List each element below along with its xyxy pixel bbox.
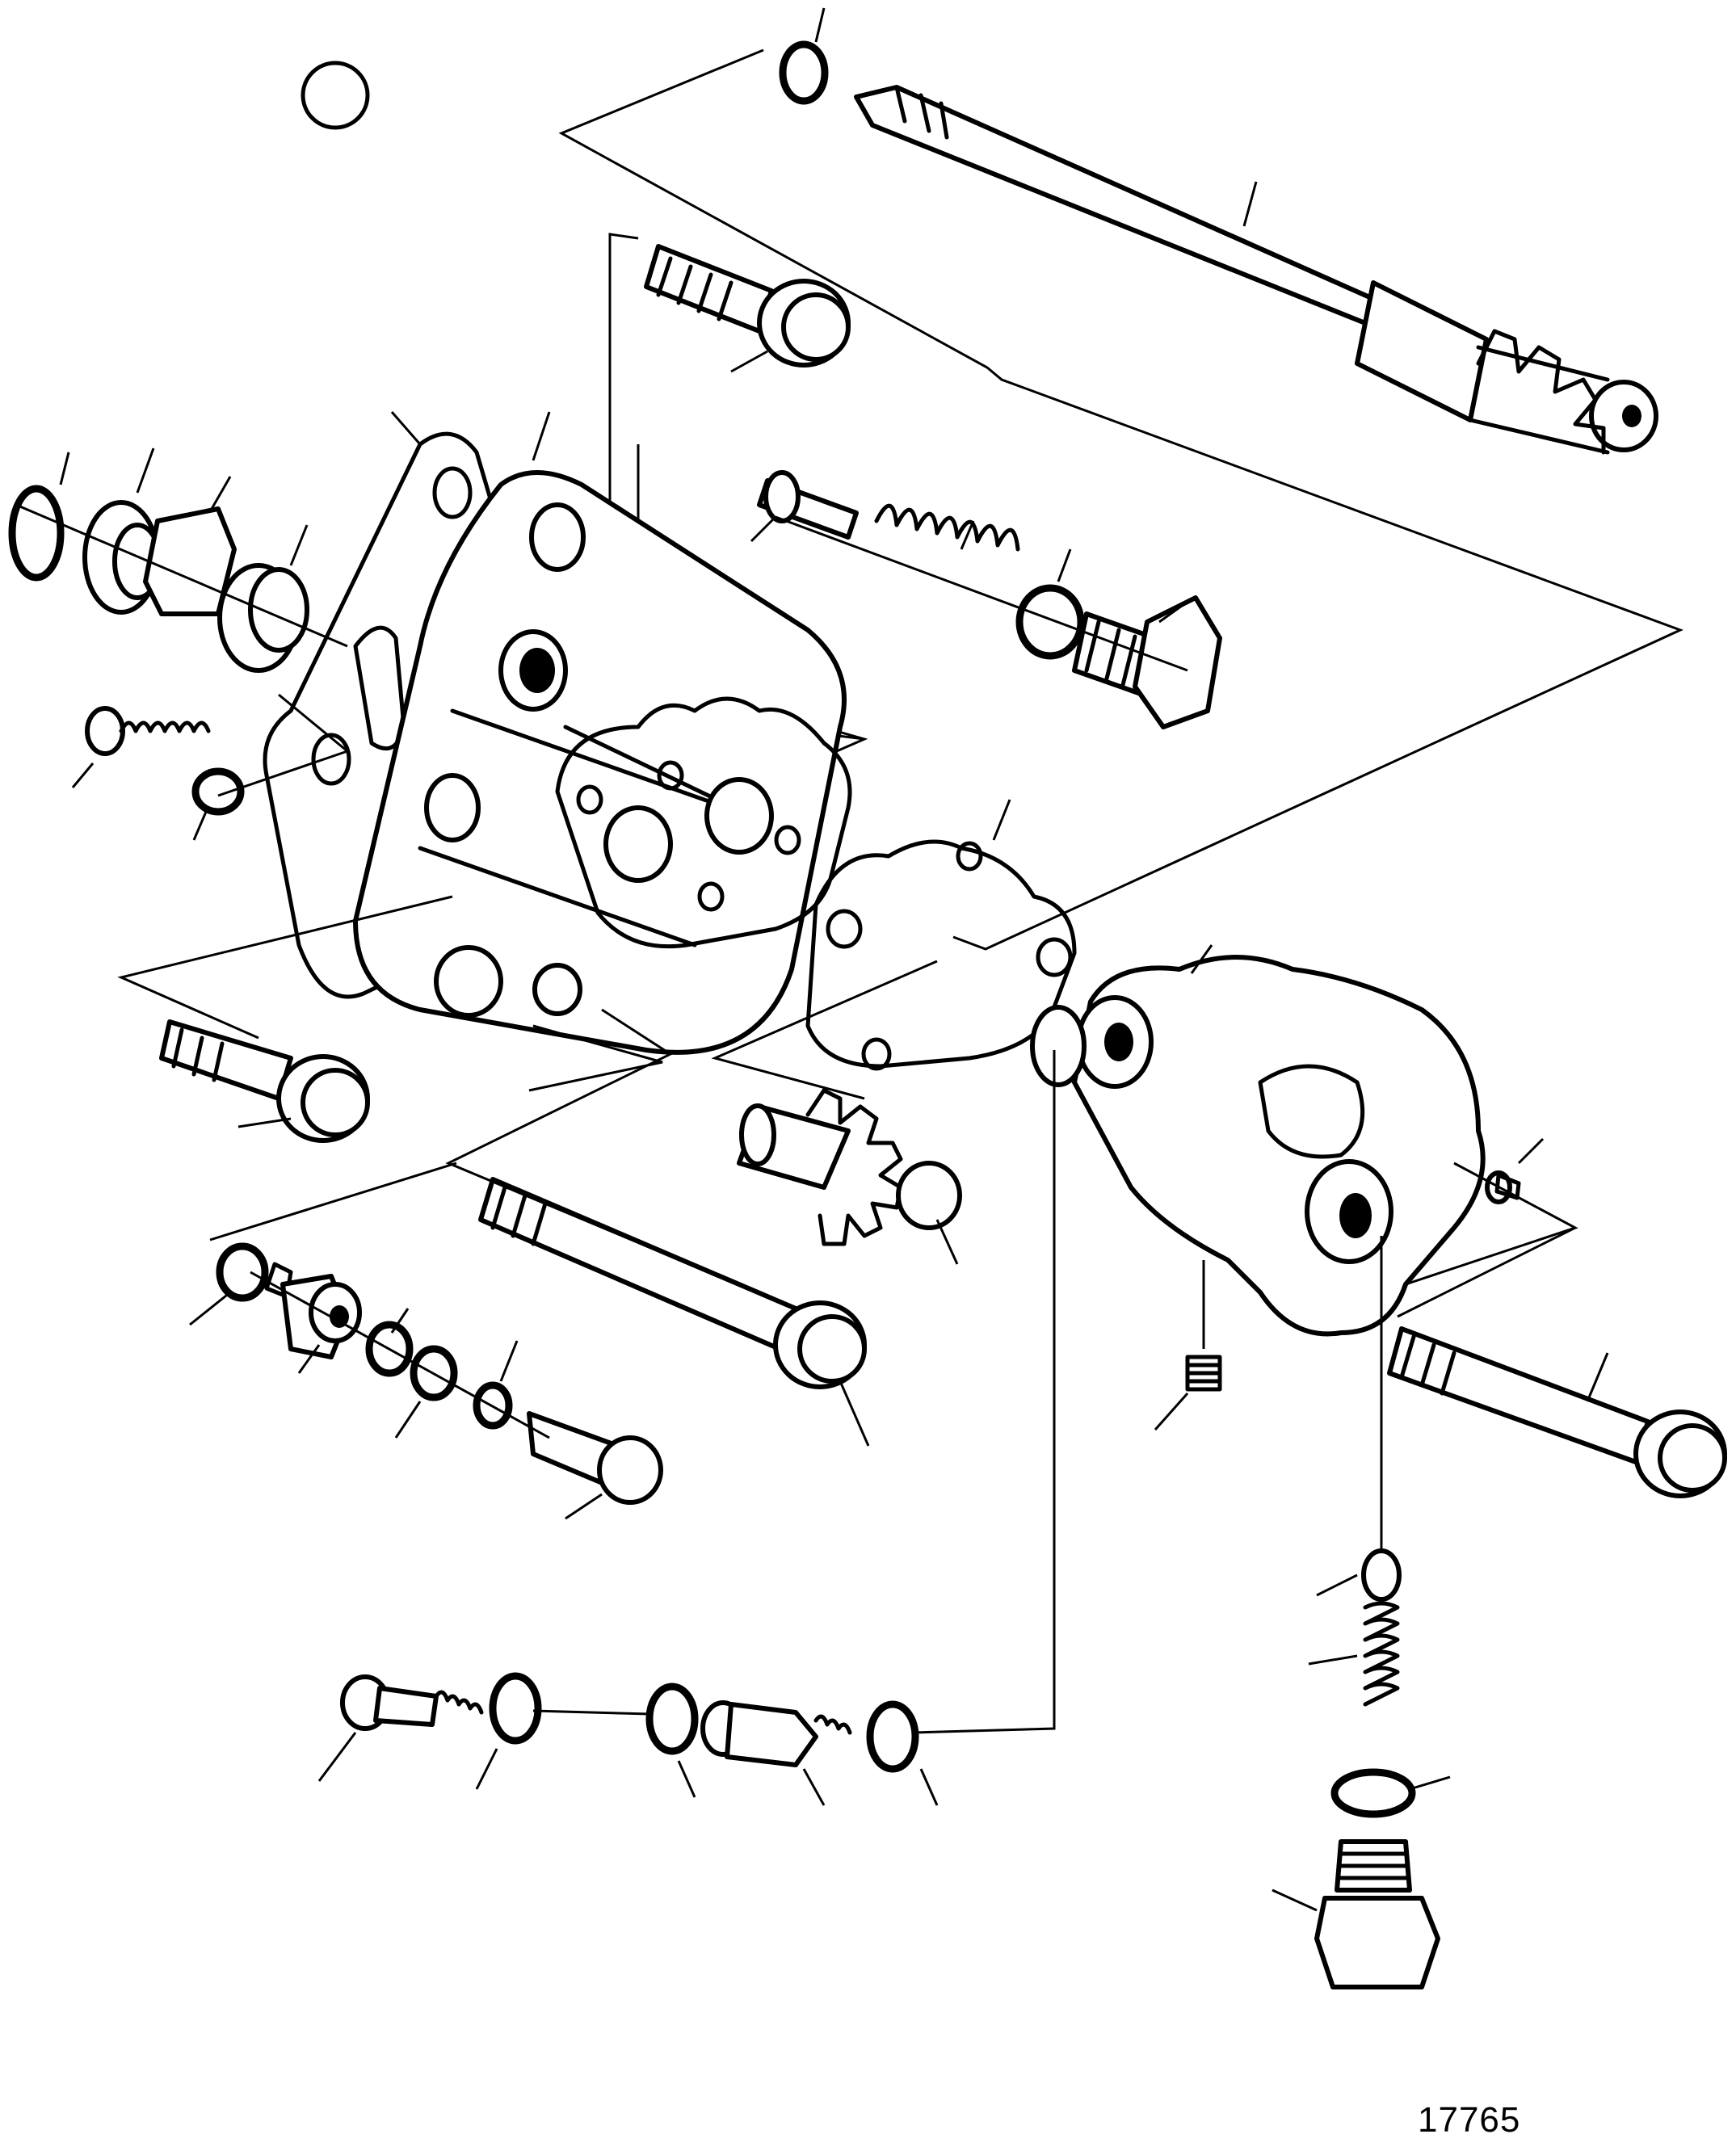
- driven-gear: [737, 1088, 962, 1265]
- bottom-valve-stack: [317, 1050, 1056, 1806]
- long-bolt-middle: [478, 1177, 870, 1447]
- pump-body: [1030, 944, 1486, 1337]
- index-circle: [301, 61, 370, 130]
- thin-gasket: [805, 799, 1077, 1071]
- set-screw-right: [1405, 1137, 1578, 1286]
- bolt-upper: [644, 244, 851, 373]
- small-screw-left: [71, 706, 245, 841]
- drive-shaft: [779, 7, 1658, 455]
- relief-valve-upper: [750, 470, 1222, 729]
- pump-cover: [353, 411, 847, 1055]
- reference-number: 17765: [1418, 2100, 1521, 2140]
- bolt-lower-left: [159, 1019, 370, 1143]
- assembly-bracket-line: [558, 48, 1683, 951]
- long-bolt-right: [1387, 1326, 1727, 1498]
- plug-small: [1154, 1260, 1222, 1430]
- relief-valve-right: [1272, 1236, 1451, 1989]
- gasket-middle: [555, 696, 852, 949]
- lower-valve-stack: [189, 1242, 663, 1520]
- left-bearing-stack: [8, 447, 348, 673]
